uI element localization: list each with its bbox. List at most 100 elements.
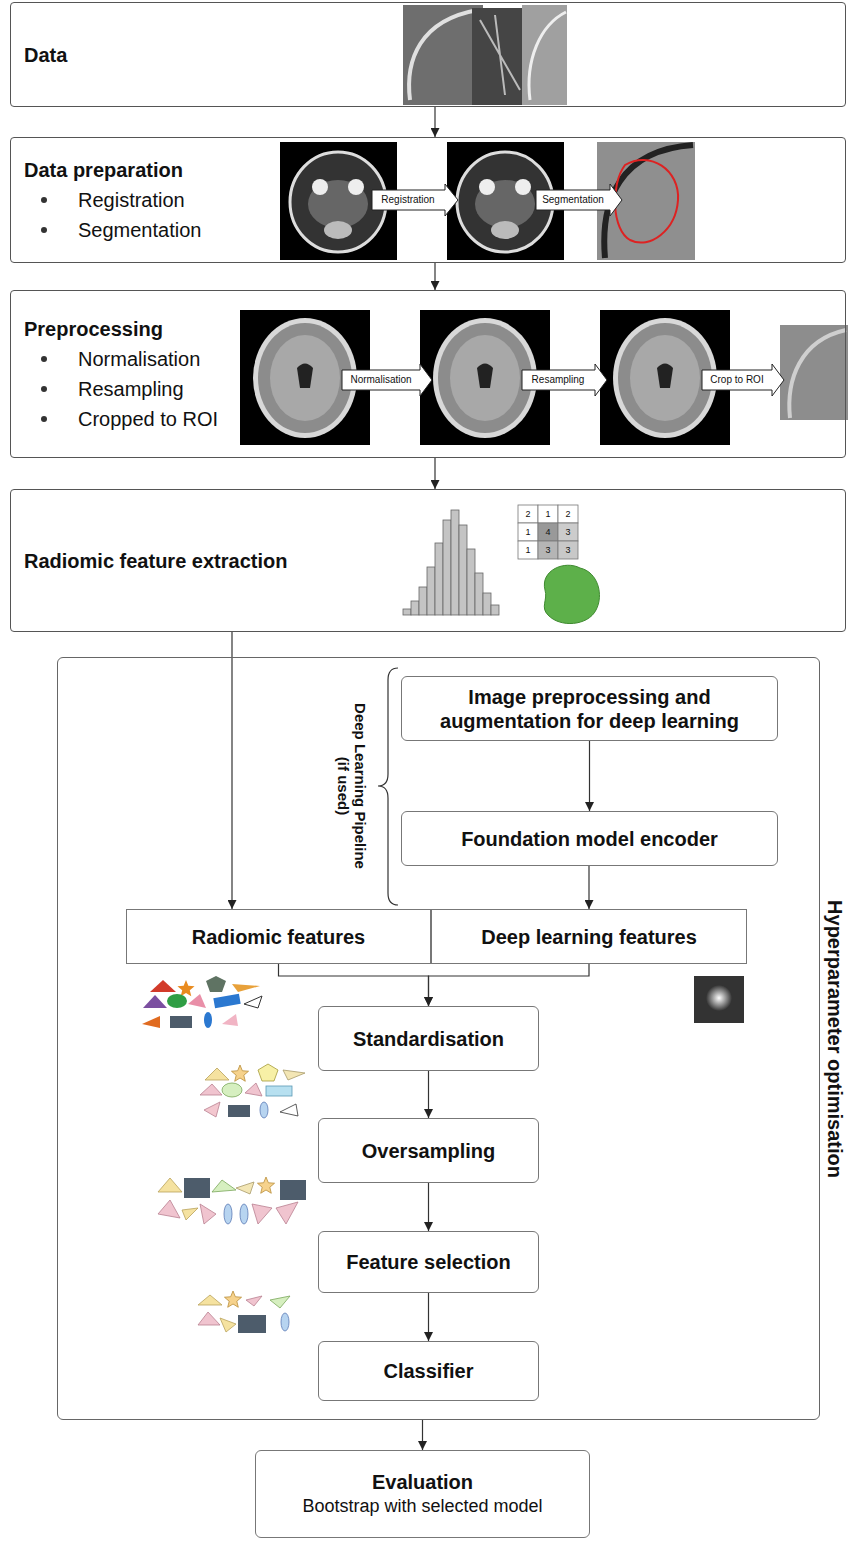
matrix-value: 3 <box>545 545 550 555</box>
stage-panel: Data <box>10 2 846 107</box>
step-arrow <box>702 364 784 396</box>
matrix-value: 3 <box>565 545 570 555</box>
flow-arrow <box>434 458 435 489</box>
feature-shape <box>200 1204 216 1224</box>
histogram-icon <box>403 510 499 615</box>
histogram-bar <box>491 605 499 615</box>
process-box: Classifier <box>318 1341 539 1401</box>
bullet-row: Segmentation <box>24 215 201 245</box>
feature-shape <box>228 1105 250 1117</box>
flow-arrow <box>428 1183 429 1231</box>
feature-shape <box>232 984 260 992</box>
feature-shape <box>240 1204 248 1224</box>
feature-shape <box>170 1016 192 1028</box>
matrix-cell <box>538 541 558 559</box>
flow-arrow <box>589 741 590 811</box>
histogram-bar <box>411 601 419 615</box>
flow-arrow <box>279 964 429 1006</box>
matrix-value: 1 <box>545 509 550 519</box>
arrow-label: Resampling <box>532 374 585 386</box>
flow-arrow <box>434 263 435 290</box>
node-label: Radiomic features <box>192 925 365 949</box>
scan-crop <box>780 325 848 420</box>
process-box: EvaluationBootstrap with selected model <box>255 1450 590 1538</box>
histogram-bar <box>419 587 427 615</box>
feature-shape <box>158 1200 180 1218</box>
feature-shape <box>222 1083 242 1097</box>
skull-edge <box>409 10 478 100</box>
arrow-label: Registration <box>381 194 434 206</box>
arrow-label: Normalisation <box>350 374 411 386</box>
feature-shape <box>206 976 226 992</box>
matrix-cell <box>538 505 558 523</box>
bullet-dot <box>41 356 47 362</box>
process-box: Image preprocessing and augmentation for… <box>401 676 778 741</box>
bullet-row: Cropped to ROI <box>24 404 218 434</box>
matrix-value: 3 <box>565 527 570 537</box>
skull-edge <box>789 330 846 418</box>
feature-shape <box>213 994 240 1008</box>
matrix-value: 2 <box>525 509 530 519</box>
flow-arrow <box>231 632 232 909</box>
node-label: Oversampling <box>362 1139 495 1163</box>
feature-shape <box>205 1068 229 1080</box>
shape-blob <box>544 565 599 623</box>
matrix-cell <box>558 541 578 559</box>
node-subtitle: Bootstrap with selected model <box>302 1494 542 1518</box>
texture-matrix <box>518 505 578 559</box>
bullet-row: Registration <box>24 185 185 215</box>
feature-shape <box>260 1102 268 1118</box>
matrix-cell <box>558 523 578 541</box>
feature-shape <box>252 1204 272 1224</box>
feature-shape <box>188 994 206 1008</box>
matrix-cell <box>518 523 538 541</box>
node-label: Classifier <box>383 1359 473 1383</box>
group-label: Deep Learning Pipeline (if used) <box>335 694 370 878</box>
step-arrow <box>536 184 622 216</box>
matrix-cell <box>558 505 578 523</box>
feature-shape <box>257 1177 274 1193</box>
feature-image <box>694 976 744 1023</box>
standardised-icons <box>200 1064 305 1118</box>
matrix-cell <box>538 523 558 541</box>
flow-arrow <box>428 1071 429 1118</box>
node-heading: Radiomic feature extraction <box>24 546 287 576</box>
feature-shape <box>258 1064 278 1081</box>
feature-shape <box>158 1178 182 1192</box>
node-heading: Data preparation <box>24 155 183 185</box>
arrow-label: Crop to ROI <box>710 374 763 386</box>
stage-panel: Radiomic feature extraction <box>10 489 846 632</box>
feature-shape <box>224 1204 232 1224</box>
flow-arrow <box>434 107 435 137</box>
step-arrow <box>522 364 607 396</box>
node-label: Standardisation <box>353 1027 504 1051</box>
stage-panel: Data preparationRegistrationSegmentation <box>10 137 846 263</box>
preparation-images <box>280 142 695 260</box>
matrix-cell <box>518 541 538 559</box>
feature-shape <box>204 1102 220 1117</box>
node-label: Foundation model encoder <box>461 827 718 851</box>
process-box: Standardisation <box>318 1006 539 1071</box>
histogram-bar <box>459 525 467 615</box>
flow-arrow <box>588 866 589 909</box>
bullet-item: Segmentation <box>78 215 201 245</box>
stage-panel: PreprocessingNormalisationResamplingCrop… <box>10 290 846 458</box>
feature-shape <box>276 1202 298 1224</box>
data-slices <box>403 5 567 105</box>
feature-shape <box>280 1180 306 1200</box>
tumour-outline <box>615 160 678 243</box>
feature-shape <box>177 980 194 996</box>
feature-shape <box>280 1104 298 1116</box>
feature-shape <box>222 1014 238 1026</box>
scan-slice <box>522 5 567 105</box>
feature-shape <box>236 1182 254 1194</box>
bullet-dot <box>41 227 47 233</box>
skull-edge <box>529 12 566 100</box>
bullet-item: Cropped to ROI <box>78 404 218 434</box>
feature-shape <box>244 996 262 1008</box>
scan-slice <box>403 5 483 105</box>
feature-shape <box>238 1315 266 1333</box>
feature-shape <box>281 1313 289 1331</box>
feature-shape <box>182 1208 198 1220</box>
histogram-bar <box>443 520 451 615</box>
